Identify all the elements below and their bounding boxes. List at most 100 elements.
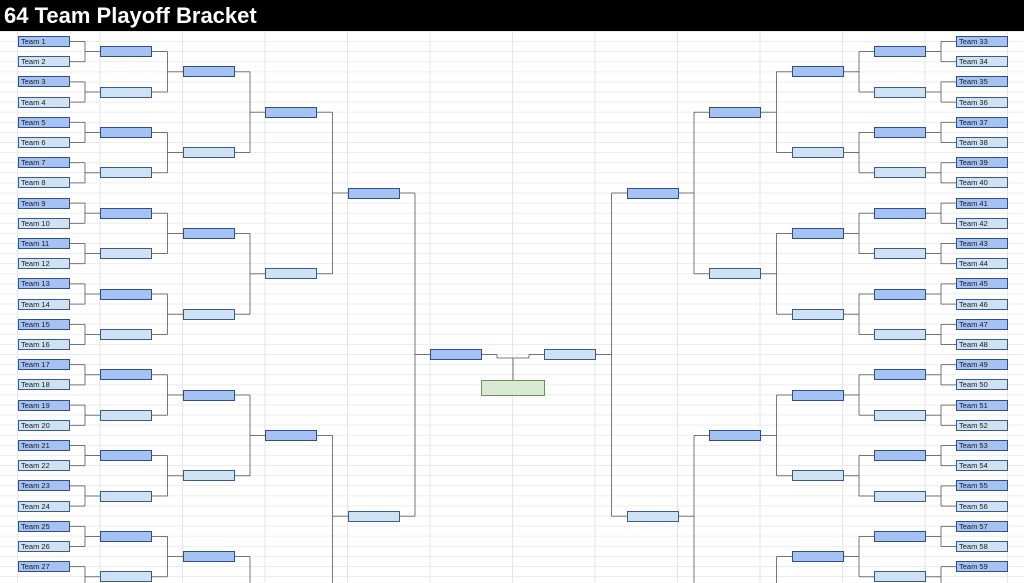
left-team-slot[interactable]: Team 10 xyxy=(18,217,70,229)
left-round-2-slot[interactable] xyxy=(100,86,152,98)
left-team-slot[interactable]: Team 24 xyxy=(18,500,70,512)
left-team-slot[interactable]: Team 19 xyxy=(18,399,70,411)
left-round-2-slot[interactable] xyxy=(100,530,152,542)
right-team-slot[interactable]: Team 35 xyxy=(956,76,1008,88)
right-team-slot[interactable]: Team 42 xyxy=(956,217,1008,229)
left-team-slot[interactable]: Team 15 xyxy=(18,318,70,330)
left-team-slot[interactable]: Team 5 xyxy=(18,116,70,128)
left-round-2-slot[interactable] xyxy=(100,126,152,138)
left-round-5-slot[interactable] xyxy=(348,510,400,522)
left-team-slot[interactable]: Team 14 xyxy=(18,298,70,310)
left-round-5-slot[interactable] xyxy=(348,187,400,199)
right-round-2-slot[interactable] xyxy=(874,288,926,300)
left-team-slot[interactable]: Team 12 xyxy=(18,258,70,270)
left-round-6-slot[interactable] xyxy=(430,349,482,361)
right-round-2-slot[interactable] xyxy=(874,328,926,340)
right-round-4-slot[interactable] xyxy=(709,429,761,441)
left-team-slot[interactable]: Team 13 xyxy=(18,278,70,290)
left-round-3-slot[interactable] xyxy=(183,147,235,159)
right-round-2-slot[interactable] xyxy=(874,409,926,421)
left-round-2-slot[interactable] xyxy=(100,207,152,219)
left-team-slot[interactable]: Team 4 xyxy=(18,96,70,108)
right-team-slot[interactable]: Team 49 xyxy=(956,359,1008,371)
left-round-2-slot[interactable] xyxy=(100,450,152,462)
right-round-2-slot[interactable] xyxy=(874,369,926,381)
left-round-2-slot[interactable] xyxy=(100,248,152,260)
left-team-slot[interactable]: Team 21 xyxy=(18,440,70,451)
left-team-slot[interactable]: Team 7 xyxy=(18,157,70,169)
left-team-slot[interactable]: Team 26 xyxy=(18,541,70,552)
right-round-2-slot[interactable] xyxy=(874,86,926,98)
left-team-slot[interactable]: Team 17 xyxy=(18,359,70,371)
right-round-3-slot[interactable] xyxy=(792,470,844,482)
left-team-slot[interactable]: Team 1 xyxy=(18,36,70,47)
right-round-2-slot[interactable] xyxy=(874,530,926,542)
left-team-slot[interactable]: Team 23 xyxy=(18,480,70,492)
right-round-5-slot[interactable] xyxy=(627,187,679,199)
right-team-slot[interactable]: Team 45 xyxy=(956,278,1008,290)
right-round-6-slot[interactable] xyxy=(544,349,596,361)
right-team-slot[interactable]: Team 52 xyxy=(956,419,1008,431)
left-team-slot[interactable]: Team 16 xyxy=(18,339,70,350)
left-team-slot[interactable]: Team 9 xyxy=(18,197,70,209)
right-round-2-slot[interactable] xyxy=(874,46,926,58)
right-team-slot[interactable]: Team 39 xyxy=(956,157,1008,169)
left-round-3-slot[interactable] xyxy=(183,227,235,239)
left-round-3-slot[interactable] xyxy=(183,389,235,401)
right-round-3-slot[interactable] xyxy=(792,308,844,320)
right-round-2-slot[interactable] xyxy=(874,450,926,462)
left-team-slot[interactable]: Team 25 xyxy=(18,520,70,532)
left-team-slot[interactable]: Team 3 xyxy=(18,76,70,88)
left-round-2-slot[interactable] xyxy=(100,328,152,340)
right-round-2-slot[interactable] xyxy=(874,207,926,219)
right-team-slot[interactable]: Team 37 xyxy=(956,116,1008,128)
right-team-slot[interactable]: Team 55 xyxy=(956,480,1008,492)
right-team-slot[interactable]: Team 53 xyxy=(956,440,1008,451)
right-team-slot[interactable]: Team 56 xyxy=(956,500,1008,512)
left-round-2-slot[interactable] xyxy=(100,167,152,179)
right-team-slot[interactable]: Team 44 xyxy=(956,258,1008,270)
right-round-5-slot[interactable] xyxy=(627,510,679,522)
left-round-2-slot[interactable] xyxy=(100,409,152,421)
right-team-slot[interactable]: Team 54 xyxy=(956,460,1008,472)
left-team-slot[interactable]: Team 2 xyxy=(18,56,70,68)
left-round-3-slot[interactable] xyxy=(183,66,235,78)
left-round-4-slot[interactable] xyxy=(265,429,317,441)
spreadsheet-grid[interactable] xyxy=(0,31,1024,583)
right-round-2-slot[interactable] xyxy=(874,571,926,583)
left-team-slot[interactable]: Team 20 xyxy=(18,419,70,431)
right-round-3-slot[interactable] xyxy=(792,389,844,401)
left-team-slot[interactable]: Team 6 xyxy=(18,137,70,148)
left-round-2-slot[interactable] xyxy=(100,369,152,381)
right-round-4-slot[interactable] xyxy=(709,106,761,118)
right-team-slot[interactable]: Team 57 xyxy=(956,520,1008,532)
left-team-slot[interactable]: Team 18 xyxy=(18,379,70,391)
right-round-2-slot[interactable] xyxy=(874,126,926,138)
right-round-3-slot[interactable] xyxy=(792,147,844,159)
left-round-2-slot[interactable] xyxy=(100,288,152,300)
right-round-4-slot[interactable] xyxy=(709,268,761,280)
left-round-4-slot[interactable] xyxy=(265,106,317,118)
right-team-slot[interactable]: Team 46 xyxy=(956,298,1008,310)
right-team-slot[interactable]: Team 48 xyxy=(956,339,1008,350)
right-team-slot[interactable]: Team 58 xyxy=(956,541,1008,552)
right-round-2-slot[interactable] xyxy=(874,248,926,260)
right-round-3-slot[interactable] xyxy=(792,227,844,239)
right-team-slot[interactable]: Team 38 xyxy=(956,137,1008,148)
left-round-3-slot[interactable] xyxy=(183,551,235,563)
left-team-slot[interactable]: Team 22 xyxy=(18,460,70,472)
right-round-3-slot[interactable] xyxy=(792,551,844,563)
left-round-3-slot[interactable] xyxy=(183,470,235,482)
right-team-slot[interactable]: Team 40 xyxy=(956,177,1008,189)
left-team-slot[interactable]: Team 27 xyxy=(18,561,70,573)
right-round-2-slot[interactable] xyxy=(874,167,926,179)
right-team-slot[interactable]: Team 41 xyxy=(956,197,1008,209)
champion-slot[interactable] xyxy=(481,380,545,396)
right-team-slot[interactable]: Team 59 xyxy=(956,561,1008,573)
right-team-slot[interactable]: Team 33 xyxy=(956,36,1008,47)
left-team-slot[interactable]: Team 8 xyxy=(18,177,70,189)
left-team-slot[interactable]: Team 11 xyxy=(18,238,70,249)
right-team-slot[interactable]: Team 51 xyxy=(956,399,1008,411)
right-round-3-slot[interactable] xyxy=(792,66,844,78)
left-round-2-slot[interactable] xyxy=(100,571,152,583)
